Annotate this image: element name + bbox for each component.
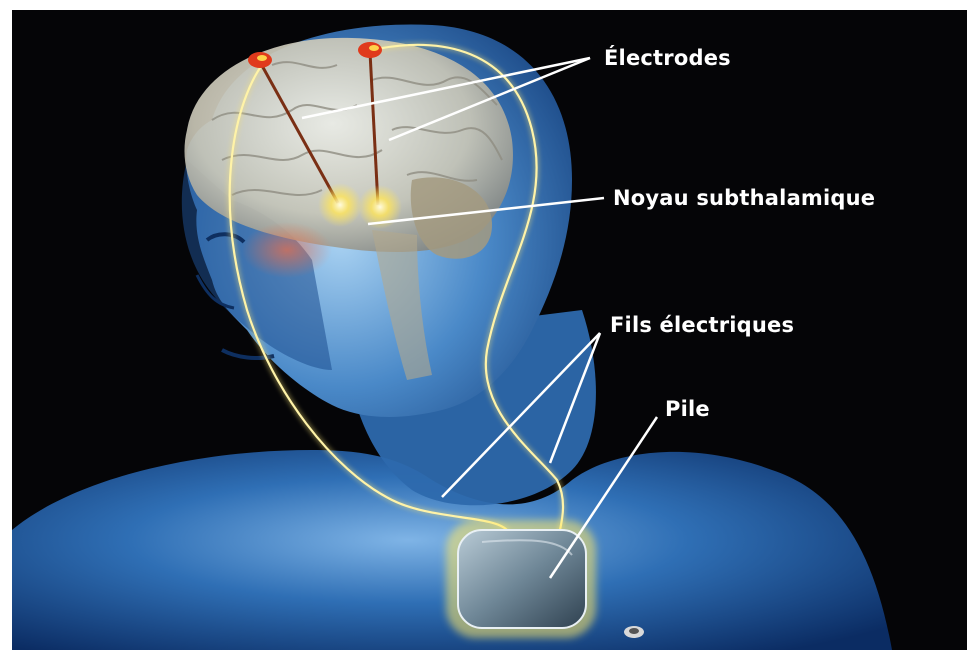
battery xyxy=(458,530,586,628)
deep-brain-stimulation-illustration xyxy=(12,10,967,650)
target-glow-left xyxy=(318,183,362,227)
red-glow xyxy=(242,222,332,278)
illustration-panel: Électrodes Noyau subthalamique Fils élec… xyxy=(12,10,967,650)
label-battery: Pile xyxy=(665,397,710,421)
label-wires: Fils électriques xyxy=(610,313,794,337)
label-electrodes: Électrodes xyxy=(604,46,731,70)
label-subthalamic-nucleus: Noyau subthalamique xyxy=(613,186,875,210)
